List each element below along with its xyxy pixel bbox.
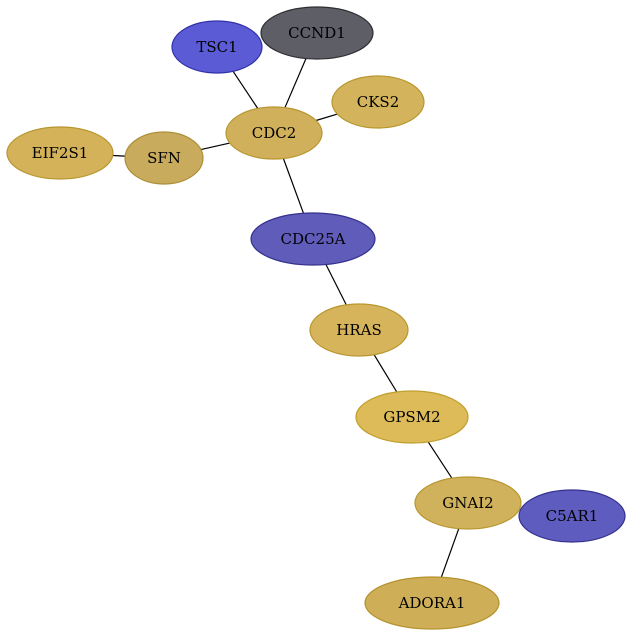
node-c5ar1[interactable]: C5AR1 bbox=[518, 489, 626, 543]
node-shape-cdc25a bbox=[250, 212, 376, 266]
edge-eif2s1-sfn bbox=[112, 154, 126, 157]
node-shape-hras bbox=[309, 303, 409, 357]
node-cdc25a[interactable]: CDC25A bbox=[250, 212, 376, 266]
node-cks2[interactable]: CKS2 bbox=[331, 75, 425, 129]
node-adora1[interactable]: ADORA1 bbox=[364, 576, 500, 630]
node-label-c5ar1: C5AR1 bbox=[546, 507, 599, 525]
node-hras[interactable]: HRAS bbox=[309, 303, 409, 357]
node-sfn[interactable]: SFN bbox=[124, 131, 204, 185]
edge-cks2-cdc2 bbox=[315, 113, 338, 122]
node-shape-tsc1 bbox=[171, 20, 263, 74]
node-shape-c5ar1 bbox=[518, 489, 626, 543]
node-label-gnai2: GNAI2 bbox=[442, 494, 493, 512]
node-label-tsc1: TSC1 bbox=[196, 38, 237, 56]
edge-gpsm2-gnai2 bbox=[427, 441, 453, 479]
node-ccnd1[interactable]: CCND1 bbox=[260, 6, 374, 60]
edge-cdc25a-hras bbox=[325, 264, 347, 306]
node-gpsm2[interactable]: GPSM2 bbox=[355, 390, 469, 444]
node-shape-gpsm2 bbox=[355, 390, 469, 444]
node-label-hras: HRAS bbox=[336, 321, 381, 339]
node-cdc2[interactable]: CDC2 bbox=[225, 106, 323, 160]
node-label-eif2s1: EIF2S1 bbox=[32, 144, 89, 162]
edge-tsc1-cdc2 bbox=[232, 70, 259, 109]
node-label-adora1: ADORA1 bbox=[398, 594, 466, 612]
node-label-cks2: CKS2 bbox=[357, 93, 400, 111]
node-shape-cks2 bbox=[331, 75, 425, 129]
node-shape-ccnd1 bbox=[260, 6, 374, 60]
node-eif2s1[interactable]: EIF2S1 bbox=[6, 126, 114, 180]
node-label-cdc2: CDC2 bbox=[252, 124, 297, 142]
edge-ccnd1-cdc2 bbox=[284, 58, 307, 108]
node-gnai2[interactable]: GNAI2 bbox=[414, 476, 522, 530]
node-shape-eif2s1 bbox=[6, 126, 114, 180]
edge-cdc2-cdc25a bbox=[282, 158, 305, 214]
node-label-cdc25a: CDC25A bbox=[281, 230, 346, 248]
edge-gnai2-adora1 bbox=[440, 528, 460, 578]
node-label-ccnd1: CCND1 bbox=[288, 24, 346, 42]
node-label-gpsm2: GPSM2 bbox=[383, 408, 440, 426]
node-shape-cdc2 bbox=[225, 106, 323, 160]
node-shape-adora1 bbox=[364, 576, 500, 630]
edge-layer bbox=[112, 58, 460, 578]
edge-sfn-cdc2 bbox=[200, 142, 230, 151]
node-shape-gnai2 bbox=[414, 476, 522, 530]
node-label-sfn: SFN bbox=[147, 149, 181, 167]
edge-hras-gpsm2 bbox=[373, 354, 398, 393]
node-shape-sfn bbox=[124, 131, 204, 185]
node-tsc1[interactable]: TSC1 bbox=[171, 20, 263, 74]
